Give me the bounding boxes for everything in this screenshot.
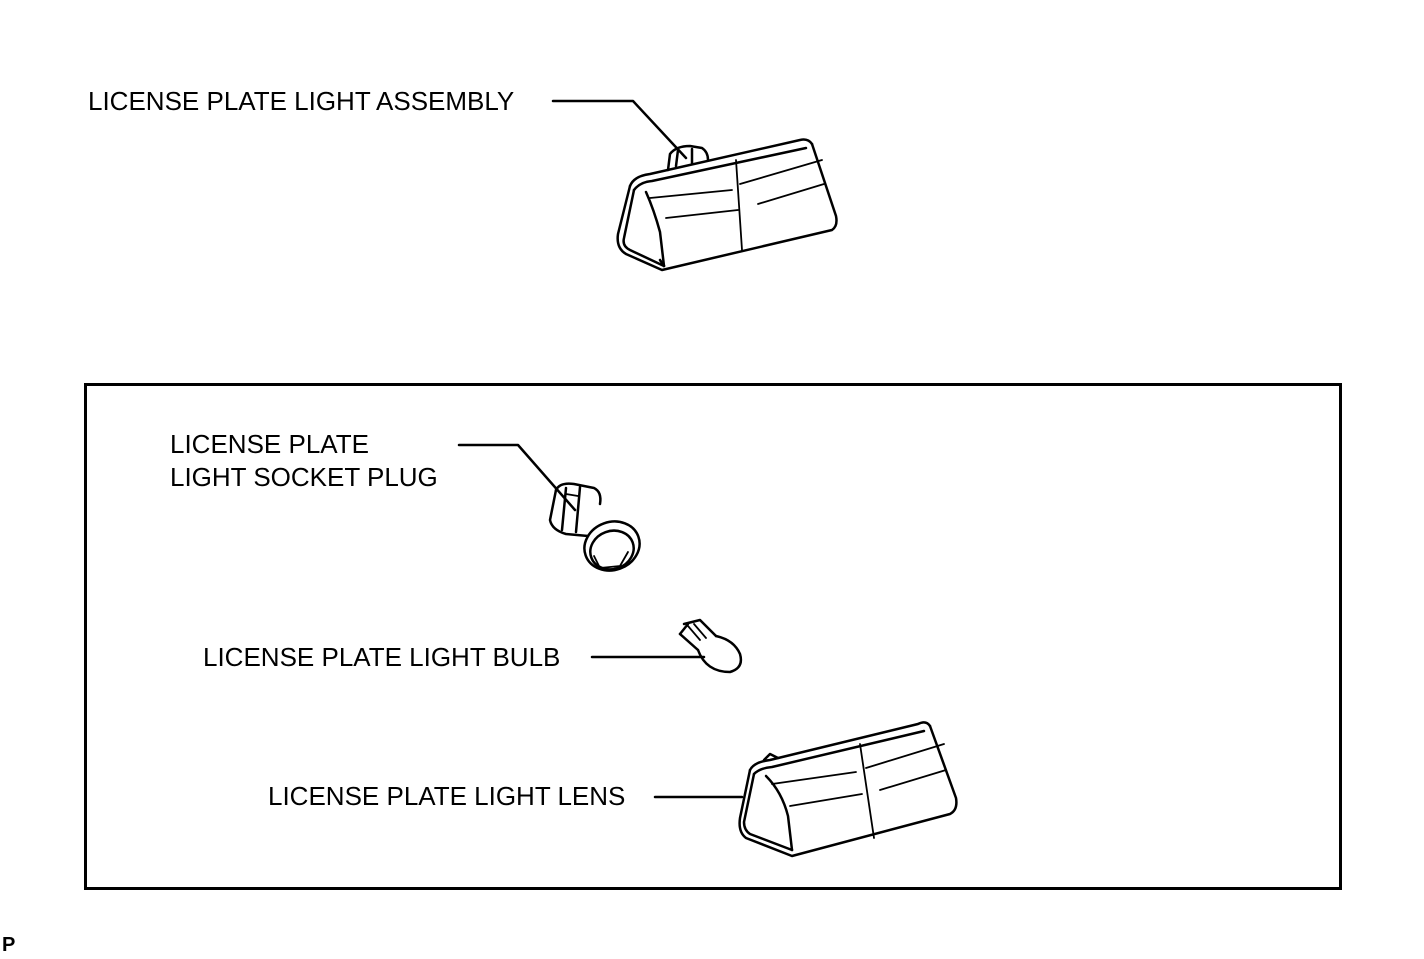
socket-plug-leader-line — [457, 443, 577, 512]
light-socket-plug-drawing — [548, 482, 641, 572]
license-plate-light-assembly-label: LICENSE PLATE LIGHT ASSEMBLY — [88, 86, 515, 116]
license-plate-light-lens-drawing — [738, 721, 958, 858]
license-plate-light-assembly-drawing — [616, 138, 838, 272]
corner-mark: P — [2, 934, 16, 956]
socket-plug-label-line2: LIGHT SOCKET PLUG — [170, 462, 438, 492]
socket-plug-label-line1: LICENSE PLATE — [170, 429, 369, 459]
assembly-leader-line — [551, 99, 688, 160]
light-bulb-drawing — [678, 618, 743, 674]
license-plate-light-bulb-label: LICENSE PLATE LIGHT BULB — [203, 642, 561, 672]
license-plate-light-lens-label: LICENSE PLATE LIGHT LENS — [268, 781, 626, 811]
detail-frame — [84, 383, 1342, 890]
